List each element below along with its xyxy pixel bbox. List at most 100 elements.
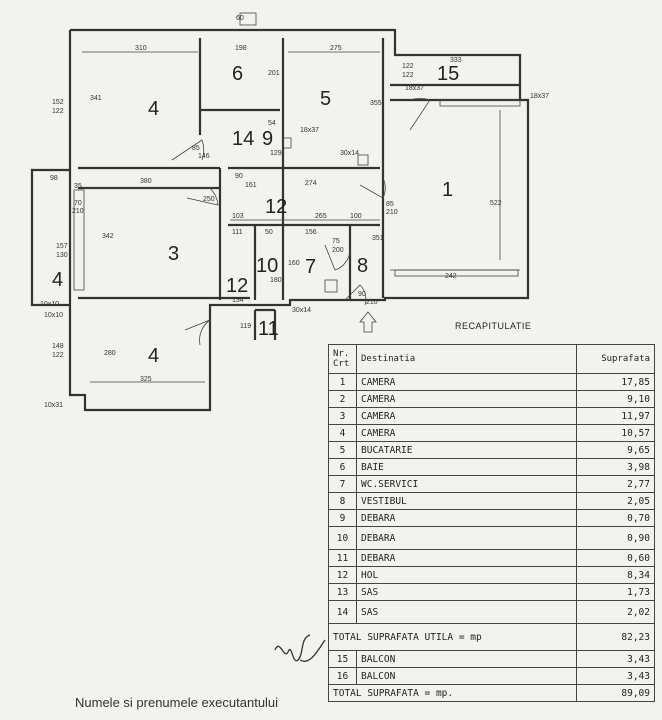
- row-nr: 16: [328, 667, 357, 685]
- dimension-label: 90: [358, 291, 366, 298]
- row-suprafata: 11,97: [576, 407, 655, 425]
- row-destinatia: BAIE: [356, 458, 577, 476]
- dimension-label: 242: [445, 273, 457, 280]
- door-swing: [344, 284, 367, 306]
- row-nr: 13: [328, 583, 357, 601]
- dimension-label: 122: [52, 108, 64, 115]
- door-swing: [324, 244, 351, 271]
- dimension-label: 198: [235, 45, 247, 52]
- row-suprafata: 10,57: [576, 424, 655, 442]
- room-12b-label: 12: [226, 275, 248, 297]
- window: [73, 189, 85, 291]
- row-suprafata: 3,43: [576, 650, 655, 668]
- row-destinatia: BALCON: [356, 650, 577, 668]
- dimension-label: 10x10: [44, 312, 63, 319]
- row-destinatia: CAMERA: [356, 407, 577, 425]
- row-destinatia: BALCON: [356, 667, 577, 685]
- row-nr: 6: [328, 458, 357, 476]
- dimension-label: 30x14: [340, 150, 359, 157]
- row-nr: 11: [328, 549, 357, 567]
- total-value: 89,09: [576, 684, 655, 702]
- row-suprafata: 0,60: [576, 549, 655, 567]
- dimension-label: 156: [305, 229, 317, 236]
- vent: [357, 154, 369, 166]
- dimension-label: 85: [192, 145, 200, 152]
- dimension-label: 134: [232, 297, 244, 304]
- vent: [282, 137, 292, 149]
- dimension-label: 146: [198, 153, 210, 160]
- dimension-label: 18x37: [300, 127, 319, 134]
- dimension-label: 522: [490, 200, 502, 207]
- dimension-label: 119: [240, 323, 251, 330]
- door-swing: [184, 319, 211, 346]
- door-swing: [186, 187, 219, 206]
- dimension-label: 50: [265, 229, 273, 236]
- dimension-label: 280: [104, 350, 116, 357]
- dimension-label: 210: [386, 209, 398, 216]
- dimension-label: 85: [386, 201, 394, 208]
- row-nr: 10: [328, 526, 357, 550]
- door-swing: [359, 177, 386, 199]
- room-14-label: 14: [232, 128, 254, 150]
- row-suprafata: 9,65: [576, 441, 655, 459]
- row-nr: 14: [328, 600, 357, 624]
- dimension-label: 30x14: [292, 307, 311, 314]
- dimension-label: 152: [52, 99, 64, 106]
- room-10-label: 10: [256, 255, 278, 277]
- row-destinatia: HOL: [356, 566, 577, 584]
- dimension-label: 161: [245, 182, 257, 189]
- row-nr: 15: [328, 650, 357, 668]
- room-15-label: 15: [437, 63, 459, 85]
- dimension-label: 351: [372, 235, 384, 242]
- header-nr: Nr. Crt: [328, 344, 357, 374]
- room-12-label: 12: [265, 196, 287, 218]
- dimension-label: 18x37: [405, 85, 424, 92]
- window: [439, 99, 521, 107]
- dimension-label: 122: [402, 72, 414, 79]
- room-6-label: 6: [232, 63, 243, 85]
- row-nr: 1: [328, 373, 357, 391]
- recap-header-row: Nr. Crt Destinatia Suprafata: [328, 344, 655, 374]
- dimension-label: 130: [56, 252, 68, 259]
- row-nr: 5: [328, 441, 357, 459]
- row-suprafata: 8,34: [576, 566, 655, 584]
- dimension-label: 265: [315, 213, 327, 220]
- row-nr: 9: [328, 509, 357, 527]
- dimension-label: 18x37: [530, 93, 549, 100]
- dimension-label: 129: [270, 150, 282, 157]
- chimney: [239, 12, 257, 26]
- door-swing: [409, 97, 431, 131]
- dimension-label: 355: [370, 100, 382, 107]
- row-suprafata: 2,02: [576, 600, 655, 624]
- dimension-label: 250: [203, 196, 215, 203]
- total-label: TOTAL SUPRAFATA = mp.: [328, 684, 577, 702]
- room-8-label: 8: [357, 255, 368, 277]
- row-nr: 12: [328, 566, 357, 584]
- room-4c-label: 4: [148, 345, 159, 367]
- header-destinatia: Destinatia: [356, 344, 577, 374]
- dimension-label: 122: [52, 352, 64, 359]
- dimension-label: 160: [288, 260, 300, 267]
- row-suprafata: 9,10: [576, 390, 655, 408]
- header-suprafata: Suprafata: [576, 344, 655, 374]
- row-destinatia: DEBARA: [356, 526, 577, 550]
- room-7-label: 7: [305, 256, 316, 278]
- row-nr: 3: [328, 407, 357, 425]
- row-suprafata: 0,70: [576, 509, 655, 527]
- row-suprafata: 0,90: [576, 526, 655, 550]
- dimension-label: 148: [52, 343, 64, 350]
- dimension-label: 333: [450, 57, 462, 64]
- row-nr: 7: [328, 475, 357, 493]
- dimension-label: 70: [74, 200, 82, 207]
